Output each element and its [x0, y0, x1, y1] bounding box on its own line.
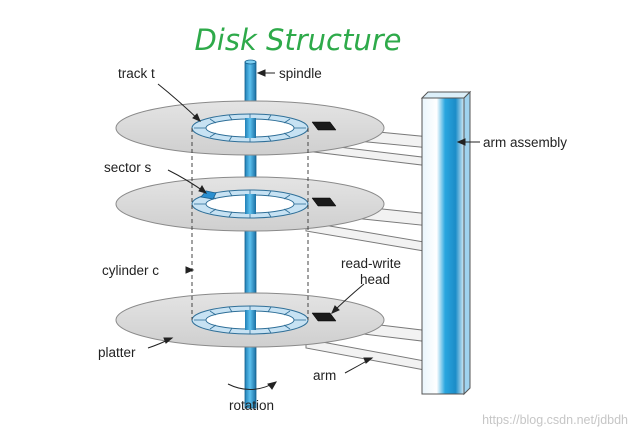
- label-arm: arm: [313, 368, 336, 383]
- watermark-text: https://blog.csdn.net/jdbdh: [482, 413, 628, 427]
- diagram-title: Disk Structure: [194, 23, 401, 57]
- label-track: track t: [118, 66, 155, 81]
- head-bottom: [311, 312, 337, 322]
- label-spindle: spindle: [279, 66, 322, 81]
- arm-bottom-lower: [305, 338, 431, 372]
- label-arm-assembly: arm assembly: [483, 135, 567, 150]
- label-read-write-line1: read-write: [341, 256, 401, 271]
- label-sector: sector s: [104, 160, 152, 175]
- platter-bottom: [115, 292, 385, 348]
- label-platter: platter: [98, 345, 136, 360]
- label-cylinder: cylinder c: [102, 263, 159, 278]
- track-sector-lines-top: [194, 114, 306, 142]
- cylinder-outline: [191, 128, 309, 320]
- head-top: [311, 121, 337, 131]
- platter-middle: [115, 176, 385, 232]
- read-write-heads: [311, 121, 337, 322]
- label-rotation: rotation: [229, 398, 274, 413]
- spindle-shaft: [244, 59, 257, 409]
- head-middle: [311, 197, 337, 207]
- label-read-write-line2: head: [360, 272, 390, 287]
- arm-assembly-column: [420, 90, 472, 396]
- platter-top: [115, 100, 385, 156]
- leader-lines: [147, 69, 480, 390]
